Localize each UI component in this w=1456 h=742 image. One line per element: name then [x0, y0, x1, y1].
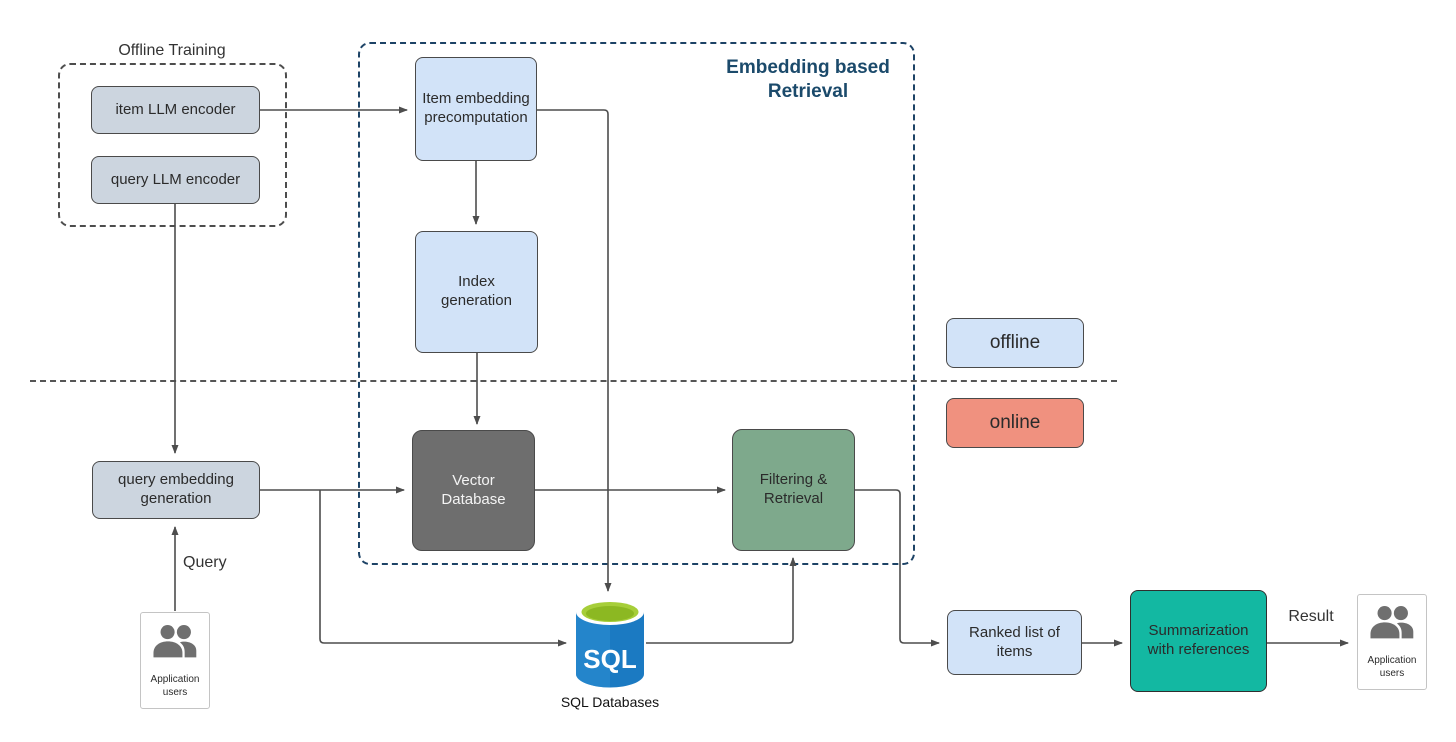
application-users-right-label: Application users: [1367, 655, 1417, 679]
embedding-retrieval-group-box: [358, 42, 915, 565]
users-icon: [153, 624, 197, 657]
edge-sql-to-filtering: [646, 557, 797, 644]
node-query-llm-encoder: query LLM encoder: [91, 156, 260, 204]
result-edge-label: Result: [1288, 608, 1334, 625]
sql-database-icon: SQL: [574, 599, 646, 689]
offline-online-separator: [30, 380, 1117, 382]
query-edge-label: Query: [183, 554, 227, 571]
legend-offline: offline: [946, 318, 1084, 368]
node-query-embedding-generation: query embedding generation: [92, 461, 260, 519]
sql-databases-caption: SQL Databases: [560, 694, 660, 710]
users-icon: [1370, 606, 1414, 639]
sql-logo-text: SQL: [583, 644, 637, 674]
edge-queryembedding-to-sql: [319, 490, 567, 647]
legend-online: online: [946, 398, 1084, 448]
node-index-generation: Index generation: [415, 231, 538, 353]
node-summarization-with-references: Summarization with references: [1130, 590, 1267, 692]
application-users-right-card: Application users: [1357, 594, 1427, 690]
application-users-left-label: Application users: [150, 673, 200, 698]
application-users-left-card: Application users: [140, 612, 210, 709]
node-filtering-retrieval: Filtering & Retrieval: [732, 429, 855, 551]
node-item-embedding-precomputation: Item embedding precomputation: [415, 57, 537, 161]
offline-training-group-box: [58, 63, 287, 227]
offline-training-label: Offline Training: [118, 42, 226, 59]
node-ranked-list-of-items: Ranked list of items: [947, 610, 1082, 675]
embedding-retrieval-title: Embedding based Retrieval: [726, 57, 890, 102]
node-vector-database: Vector Database: [412, 430, 535, 551]
edge-filtering-to-rankedlist: [855, 489, 940, 647]
node-item-llm-encoder: item LLM encoder: [91, 86, 260, 134]
edge-itemembedding-to-sql: [537, 109, 612, 592]
